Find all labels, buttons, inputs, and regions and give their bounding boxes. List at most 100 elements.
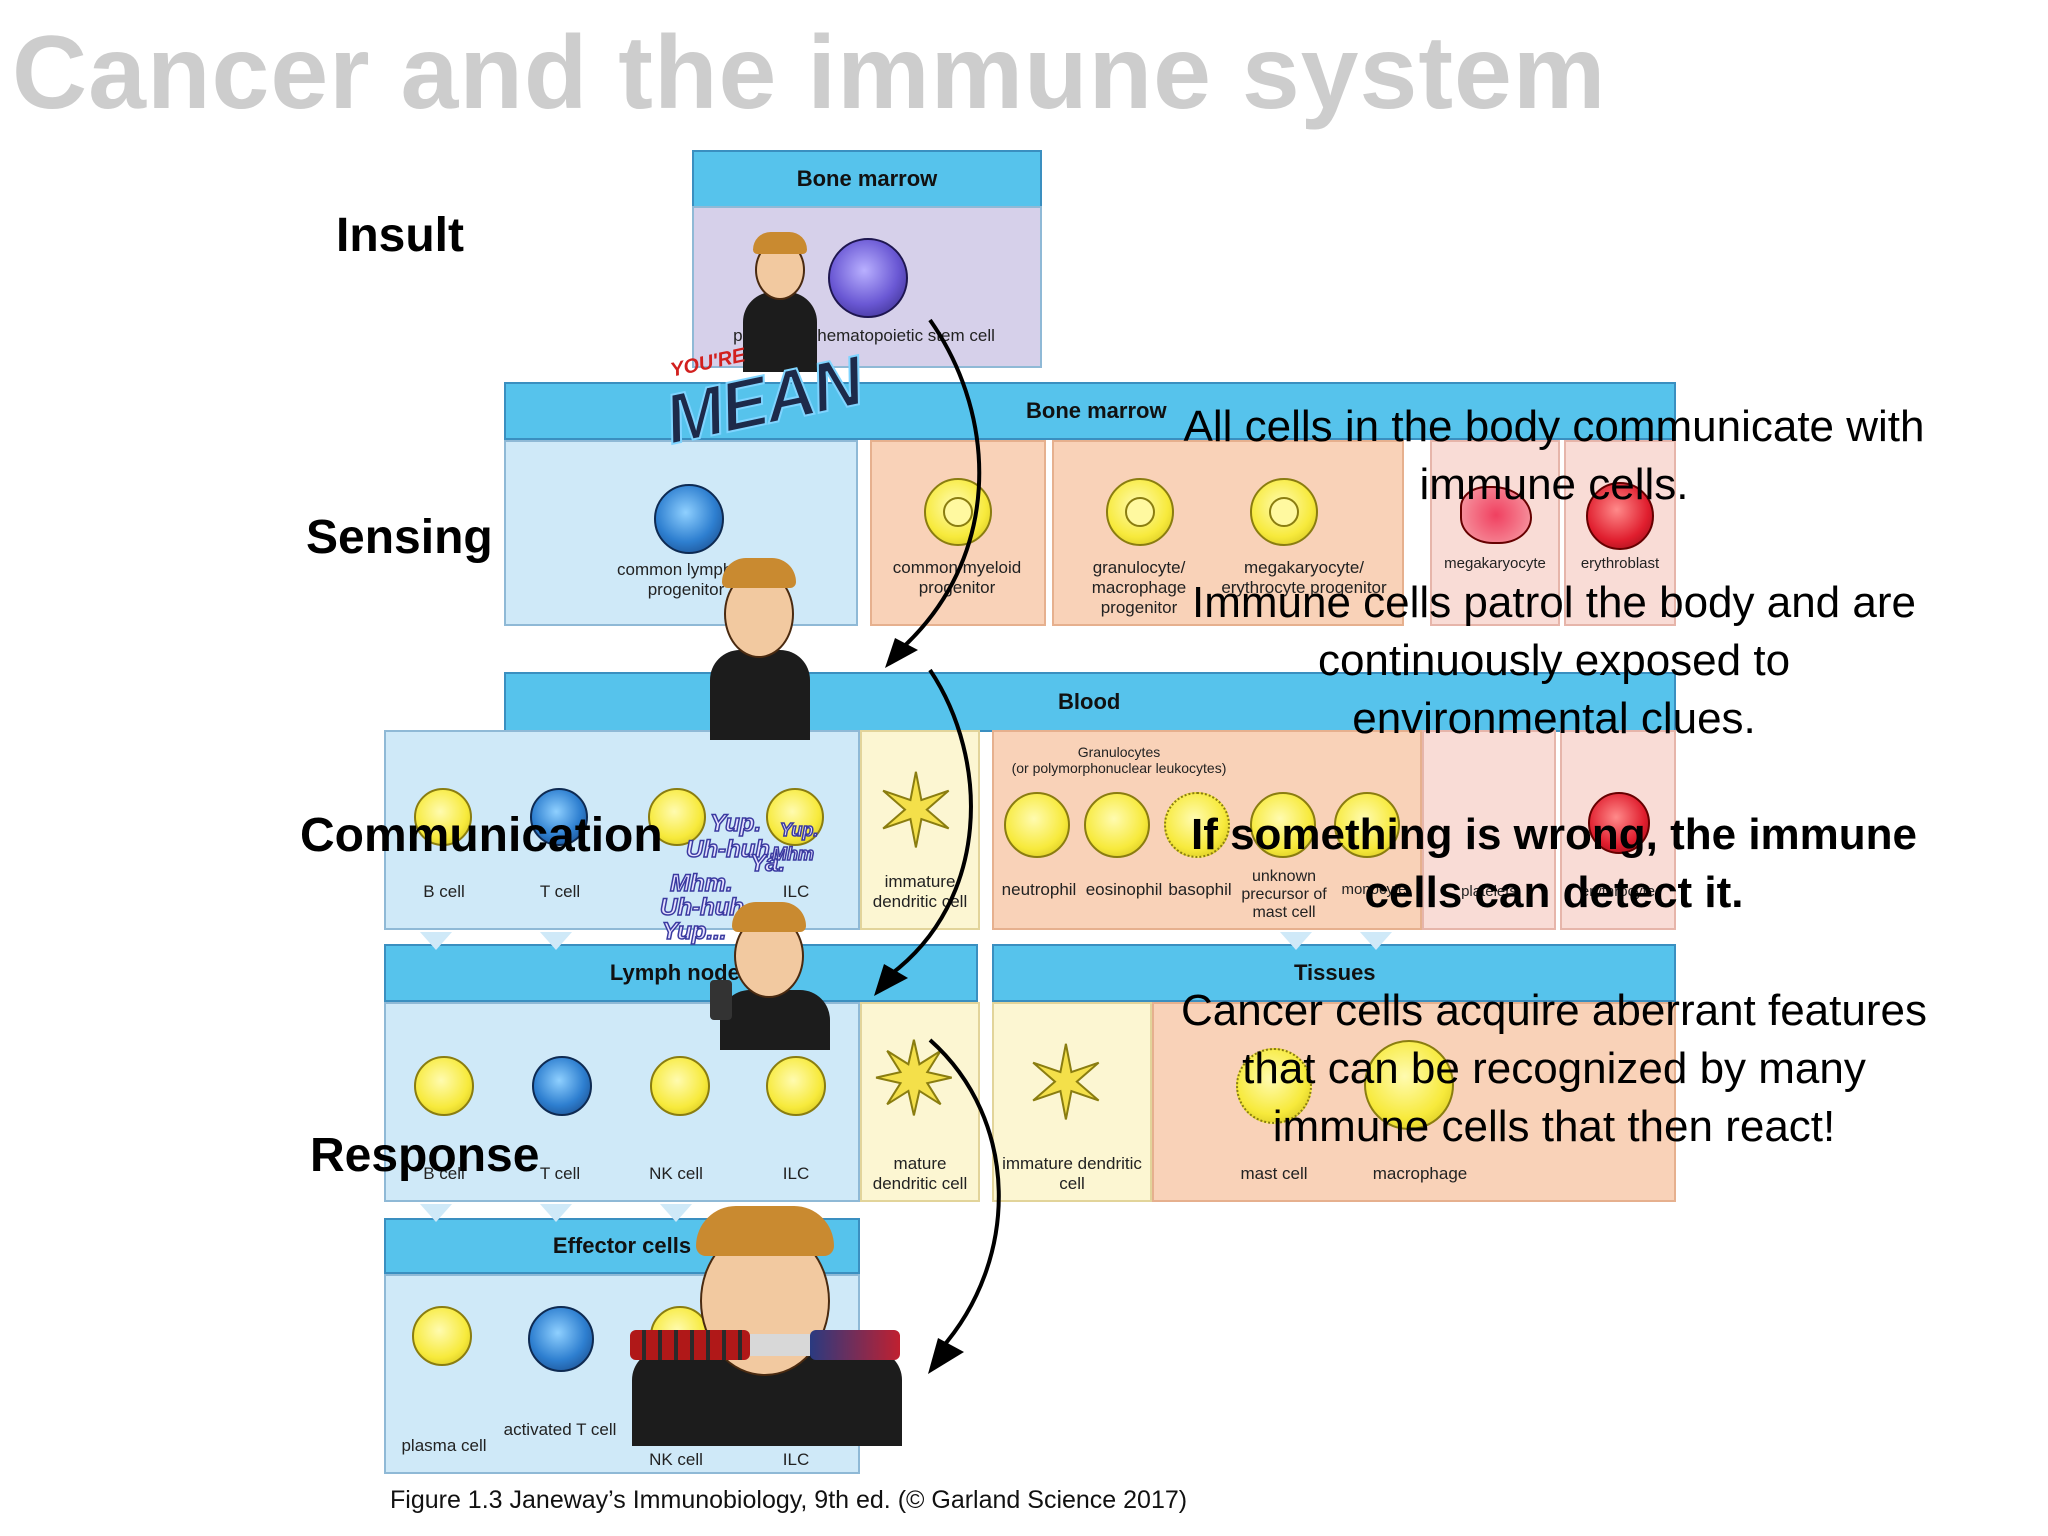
arrowhead-3 xyxy=(928,1338,964,1374)
platelets-panel: platelets xyxy=(1422,730,1556,930)
lymphoid-cell-icon xyxy=(654,484,724,554)
megakaryocyte-icon xyxy=(1460,486,1532,544)
tissue-immature-dc-label: immature dendritic cell xyxy=(1002,1154,1142,1193)
erythroblast-panel: erythroblast xyxy=(1564,440,1676,626)
basophil-icon xyxy=(1164,792,1230,858)
granulocyte-progenitor-panel: granulocyte/ macrophage progenitor megak… xyxy=(1052,440,1404,626)
t-cell-icon xyxy=(530,788,588,846)
stage-sensing: Sensing xyxy=(306,511,493,564)
mast-cell-label: mast cell xyxy=(1240,1164,1308,1183)
immature-dc-label: immature dendritic cell xyxy=(872,872,968,911)
erythrocyte-panel: erythrocyte xyxy=(1560,730,1676,930)
eosinophil-label: eosinophil xyxy=(1085,880,1163,899)
slide-title: Cancer and the immune system xyxy=(12,15,1607,131)
megakaryocyte-label: megakaryocyte xyxy=(1444,555,1546,572)
header-tissues: Tissues xyxy=(992,944,1676,1002)
lymphocyte-blood-panel: B cell T cell ILC xyxy=(384,730,860,930)
macrophage-icon xyxy=(1364,1040,1454,1130)
sticker-listening xyxy=(700,540,820,740)
ln-b-cell-icon xyxy=(414,1056,474,1116)
lymphoid-label: common lymphoid progenitor xyxy=(617,560,755,599)
arrow-curve-2 xyxy=(888,668,973,977)
arrowhead-1 xyxy=(885,638,918,668)
stage-communication: Communication xyxy=(300,809,663,862)
plasma-cell-label: plasma cell xyxy=(401,1436,487,1455)
megakaryocyte-panel: megakaryocyte xyxy=(1430,440,1560,626)
ln-nk-cell-icon xyxy=(650,1056,710,1116)
sticker-arms-crossed xyxy=(735,222,825,372)
stem-cell-icon xyxy=(828,238,908,318)
overlay-text-1b: immune cells. xyxy=(1419,460,1689,509)
neutrophil-label: neutrophil xyxy=(1001,880,1077,899)
mature-dc-label: mature dendritic cell xyxy=(872,1154,968,1193)
granulocytes-panel: Granulocytes (or polymorphonuclear leuko… xyxy=(992,730,1422,930)
ilc-label: ILC xyxy=(782,882,810,901)
b-cell-icon xyxy=(414,788,472,846)
arrow-down xyxy=(660,1204,692,1222)
erythrocyte-label: erythrocyte xyxy=(1580,883,1656,900)
neutrophil-icon xyxy=(1004,792,1070,858)
platelets-label: platelets xyxy=(1461,883,1517,900)
granulocytes-label: Granulocytes xyxy=(1077,744,1161,760)
arrow-down xyxy=(540,1204,572,1222)
eosinophil-icon xyxy=(1084,792,1150,858)
monocyte-label: monocyte xyxy=(1341,881,1407,898)
b-cell-label: B cell xyxy=(423,882,465,901)
arrow-curve-3 xyxy=(928,1038,1001,1352)
arrow-down xyxy=(420,1204,452,1222)
nk-cell-blood-icon xyxy=(648,788,706,846)
arrow-curve-1 xyxy=(898,318,982,652)
immature-dc-icon: ✶ xyxy=(873,756,959,868)
eff-nk-cell-label: NK cell xyxy=(649,1450,703,1469)
mast-cell-icon xyxy=(1236,1048,1312,1124)
tissue-myeloid-panel: mast cell macrophage xyxy=(1152,1002,1676,1202)
megakaryocyte-prog-label: megakaryocyte/ erythrocyte progenitor xyxy=(1221,558,1387,597)
arrow-down xyxy=(420,932,452,950)
monocyte-icon xyxy=(1334,792,1400,858)
activated-t-label: activated T cell xyxy=(503,1420,617,1439)
ln-nk-cell-label: NK cell xyxy=(649,1164,703,1183)
lymphoid-progenitor-panel: common lymphoid progenitor xyxy=(504,440,858,626)
granulocyte-prog-icon xyxy=(1106,478,1174,546)
arrow-down xyxy=(540,932,572,950)
myeloid-label: common myeloid progenitor xyxy=(892,558,1022,597)
eff-ilc-label: ILC xyxy=(782,1450,810,1469)
overlay-text-2: Immune cells patrol the body and are xyxy=(1192,578,1916,627)
immature-dc-blood-panel: ✶ immature dendritic cell xyxy=(860,730,980,930)
header-bone-marrow: Bone marrow xyxy=(504,382,1676,440)
megakaryocyte-prog-icon xyxy=(1250,478,1318,546)
unknown-precursor-label: unknown precursor of mast cell xyxy=(1241,868,1327,921)
mature-dc-icon: ✷ xyxy=(871,1024,957,1136)
overlay-text-4c: immune cells that then react! xyxy=(1272,1102,1836,1151)
overlay-text-3: If something is wrong, the immune xyxy=(1190,810,1918,859)
t-cell-label: T cell xyxy=(539,882,581,901)
ln-t-cell-label: T cell xyxy=(539,1164,581,1183)
erythrocyte-icon xyxy=(1588,792,1650,854)
overlay-text-2b: continuously exposed to xyxy=(1317,636,1791,685)
ln-b-cell-label: B cell xyxy=(423,1164,465,1183)
erythroblast-icon xyxy=(1586,482,1654,550)
myeloid-progenitor-panel: common myeloid progenitor xyxy=(870,440,1046,626)
overlay-text-4: Cancer cells acquire aberrant features xyxy=(1181,986,1927,1035)
ln-t-cell-icon xyxy=(532,1056,592,1116)
macrophage-label: macrophage xyxy=(1372,1164,1468,1183)
overlay-text-3b: cells can detect it. xyxy=(1364,868,1744,917)
granulocytes-sub-label: (or polymorphonuclear leukocytes) xyxy=(1011,760,1227,776)
basophil-label: basophil xyxy=(1168,880,1232,899)
stage-insult: Insult xyxy=(336,209,464,262)
unknown-precursor-icon xyxy=(1250,792,1316,858)
overlay-text-4b: that can be recognized by many xyxy=(1242,1044,1866,1093)
erythroblast-label: erythroblast xyxy=(1580,555,1660,572)
arrowhead-2 xyxy=(874,964,908,996)
header-blood: Blood xyxy=(504,672,1676,732)
arrow-down xyxy=(1360,932,1392,950)
tissue-immature-dc-icon: ✶ xyxy=(1023,1028,1109,1140)
overlay-text-2c: environmental clues. xyxy=(1352,694,1756,743)
arrow-down xyxy=(1280,932,1312,950)
stage-response: Response xyxy=(310,1129,540,1182)
mature-dc-panel: ✷ mature dendritic cell xyxy=(860,1002,980,1202)
overlay-text-1: All cells in the body communicate with xyxy=(1183,402,1925,451)
tissue-immature-dc-panel: ✶ immature dendritic cell xyxy=(992,1002,1152,1202)
sticker-on-phone xyxy=(700,900,840,1050)
